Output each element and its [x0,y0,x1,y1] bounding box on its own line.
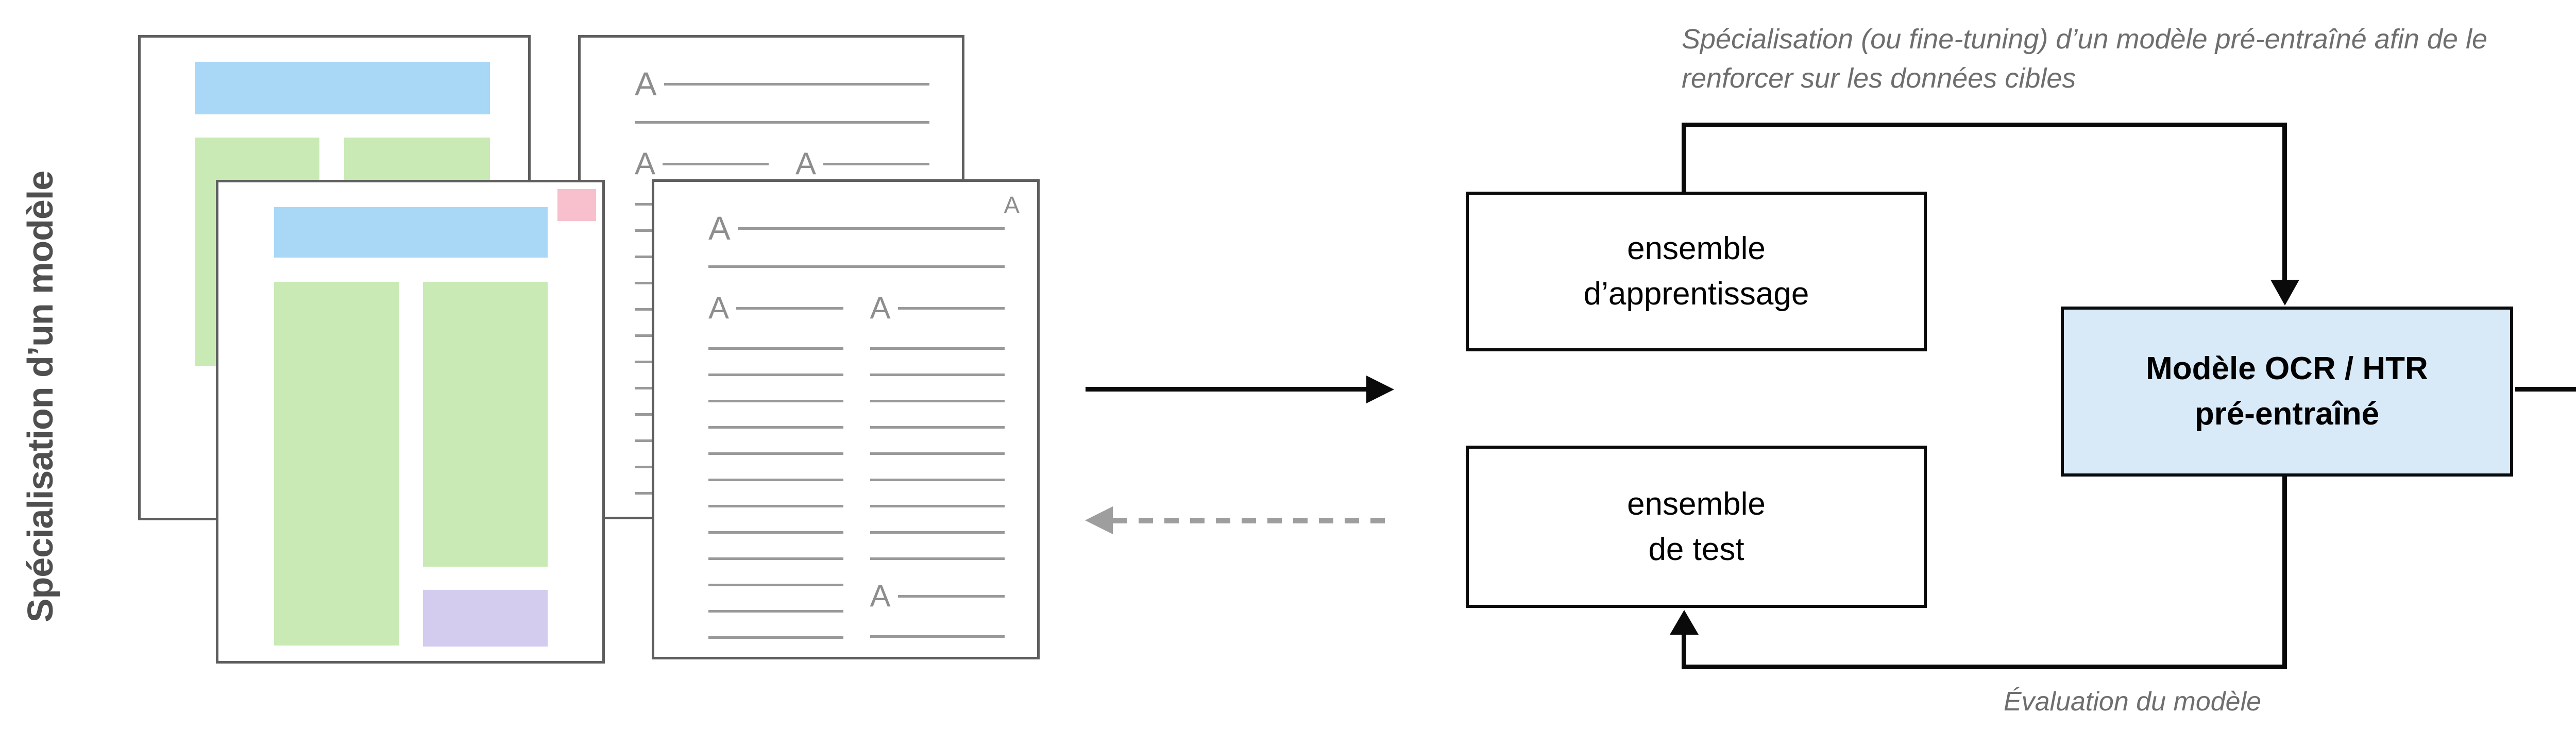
text-line [870,479,1005,481]
arrowhead-right-icon [1366,376,1394,403]
text-line [708,347,843,350]
arrowhead-left-icon [1085,506,1113,534]
arrowhead-up-icon [1670,610,1699,635]
node-label-line1: ensemble [1627,231,1766,266]
column-heading-row: A [635,148,769,179]
text-line [708,531,843,534]
text-line [708,557,843,560]
text-line [870,531,1005,534]
text-line [708,610,843,613]
node-label-line1: Modèle OCR / HTR [2146,351,2428,386]
text-line [897,595,1005,598]
arrow-docs-to-sets [1086,387,1366,392]
connector-eval-bottom [1682,665,2287,669]
text-line [708,479,843,481]
doc-title-row: A [635,67,929,100]
letter-glyph: A [870,579,891,613]
text-line [708,584,843,586]
connector-eval-down [2282,477,2287,669]
text-line [870,452,1005,455]
text-line [870,374,1005,376]
text-line [708,400,843,402]
layout-block-green [423,282,548,567]
text-line [708,636,843,639]
layout-block-blue [195,62,490,114]
layout-block-green [274,282,399,646]
node-pretrained-model: Modèle OCR / HTR pré-entraîné [2061,307,2513,477]
text-line [708,265,1005,268]
arrowhead-down-icon [2270,280,2299,305]
text-line [708,374,843,376]
text-line [736,307,843,310]
text-line [664,82,929,86]
section-label: Spécialisation d’un modèle [20,171,60,623]
node-label-line1: ensemble [1627,486,1766,522]
node-test-set: ensemble de test [1466,446,1927,608]
layout-block-blue [274,207,548,258]
text-line [870,635,1005,638]
node-label-line2: de test [1648,531,1744,567]
letter-glyph: A [1004,192,1020,218]
letter-glyph: A [635,146,656,181]
column-heading-row: A [795,148,929,179]
document-thumbnail-layout-front [216,180,605,664]
node-label-line2: d’apprentissage [1583,276,1809,312]
text-line [823,162,929,165]
doc-title-row: A [708,212,1005,245]
connector-into-test [1682,634,1686,669]
text-line [870,347,1005,350]
text-line [737,227,1005,230]
node-label-line2: pré-entraîné [2194,396,2380,432]
connector-into-pretrained [2282,123,2287,280]
letter-glyph: A [708,291,730,325]
finetune-annotation-line2: renforcer sur les données cibles [1682,63,2076,94]
text-line [870,426,1005,429]
letter-glyph: A [708,210,731,247]
column-heading-row: A [708,293,843,324]
arrow-pretrained-to-specialized [2515,387,2576,392]
column-heading-row: A [870,581,1005,612]
doc-column-right: A A [870,293,1005,639]
letter-glyph: A [795,146,817,181]
finetune-annotation: Spécialisation (ou fine-tuning) d’un mod… [1682,20,2487,98]
column-heading-row: A [870,293,1005,324]
text-line [663,162,769,165]
evaluation-annotation: Évaluation du modèle [2003,687,2262,717]
dashed-arrow-test-to-docs [1113,518,1388,523]
layout-block-purple [423,590,548,647]
doc-columns: A A A [708,293,1005,639]
text-line [635,121,929,124]
finetune-annotation-line1: Spécialisation (ou fine-tuning) d’un mod… [1682,24,2487,55]
letter-glyph: A [870,291,891,325]
document-thumbnail-text-front: A A A A A [652,179,1040,659]
text-line [708,505,843,507]
doc-column-left: A [708,293,843,639]
text-line [870,557,1005,560]
connector-train-top [1682,123,2287,127]
text-line [708,452,843,455]
letter-glyph: A [635,65,657,103]
text-line [897,307,1005,310]
text-line [870,400,1005,402]
connector-train-up [1682,123,1686,192]
text-line [870,505,1005,507]
node-training-set: ensemble d’apprentissage [1466,192,1927,351]
text-line [708,426,843,429]
layout-block-pink [557,189,596,221]
